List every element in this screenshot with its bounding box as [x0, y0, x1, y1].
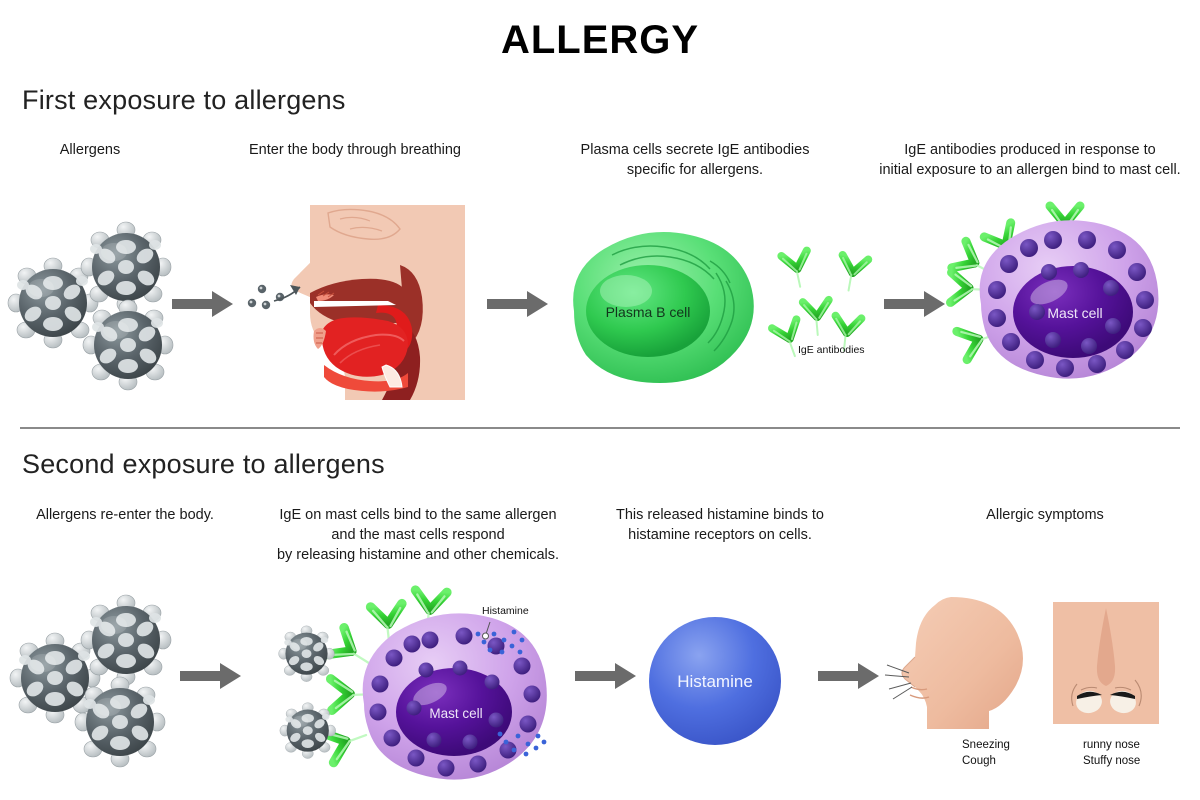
- head-cross-section-breathing: [247, 205, 465, 400]
- arrow-right-5: [575, 663, 636, 689]
- section-heading-first-exposure: First exposure to allergens: [22, 85, 346, 115]
- mast-cell-label-first: Mast cell: [1047, 305, 1102, 321]
- arrow-right-1: [172, 291, 233, 317]
- caption-enter-body: Enter the body through breathing: [248, 142, 461, 158]
- caption-ige-bind-mast: IgE antibodies produced in response to i…: [879, 142, 1181, 178]
- caption-allergic-symptoms: Allergic symptoms: [986, 507, 1104, 523]
- arrow-right-2: [487, 291, 548, 317]
- sneezing-head-illustration: [884, 597, 1023, 729]
- inhaled-particles-icon: [247, 284, 301, 310]
- caption-ige-mast-respond: IgE on mast cells bind to the same aller…: [276, 507, 560, 563]
- histamine-callout-label: Histamine: [482, 605, 529, 617]
- caption-plasma-secrete: Plasma cells secrete IgE antibodies spec…: [580, 142, 810, 178]
- arrow-right-6: [818, 663, 879, 689]
- symptom-label-head: Sneezing Cough: [962, 739, 1010, 767]
- symptom-label-nose: runny nose Stuffy nose: [1083, 739, 1141, 767]
- histamine-molecule-label: Histamine: [677, 672, 753, 691]
- histamine-dots-upper: [475, 629, 525, 655]
- caption-histamine-receptors: This released histamine binds to histami…: [616, 507, 824, 543]
- caption-allergens-reenter: Allergens re-enter the body.: [36, 507, 214, 523]
- arrow-right-3: [884, 291, 945, 317]
- mast-cell-degranulation-illustration: Mast cell: [278, 588, 547, 780]
- page-title: ALLERGY: [500, 18, 700, 62]
- histamine-molecule-circle: Histamine: [649, 617, 781, 745]
- allergen-cluster-first: [7, 221, 174, 391]
- mast-cell-label-second: Mast cell: [429, 706, 482, 721]
- arrow-right-4: [180, 663, 241, 689]
- mast-cell-illustration-first: Mast cell: [945, 200, 1159, 379]
- sneeze-streaks-icon: [884, 664, 913, 700]
- plasma-b-cell-illustration: Plasma B cell: [573, 232, 754, 383]
- nose-closeup-illustration: [1053, 602, 1159, 724]
- caption-allergens: Allergens: [59, 142, 121, 158]
- section-divider: [20, 427, 1180, 429]
- histamine-callout-leader: [482, 621, 491, 640]
- section-heading-second-exposure: Second exposure to allergens: [22, 449, 385, 479]
- histamine-dots-lower: [497, 731, 547, 757]
- plasma-b-cell-label: Plasma B cell: [606, 304, 691, 320]
- allergen-cluster-second: [9, 594, 172, 768]
- ige-antibodies-label: IgE antibodies: [798, 344, 865, 356]
